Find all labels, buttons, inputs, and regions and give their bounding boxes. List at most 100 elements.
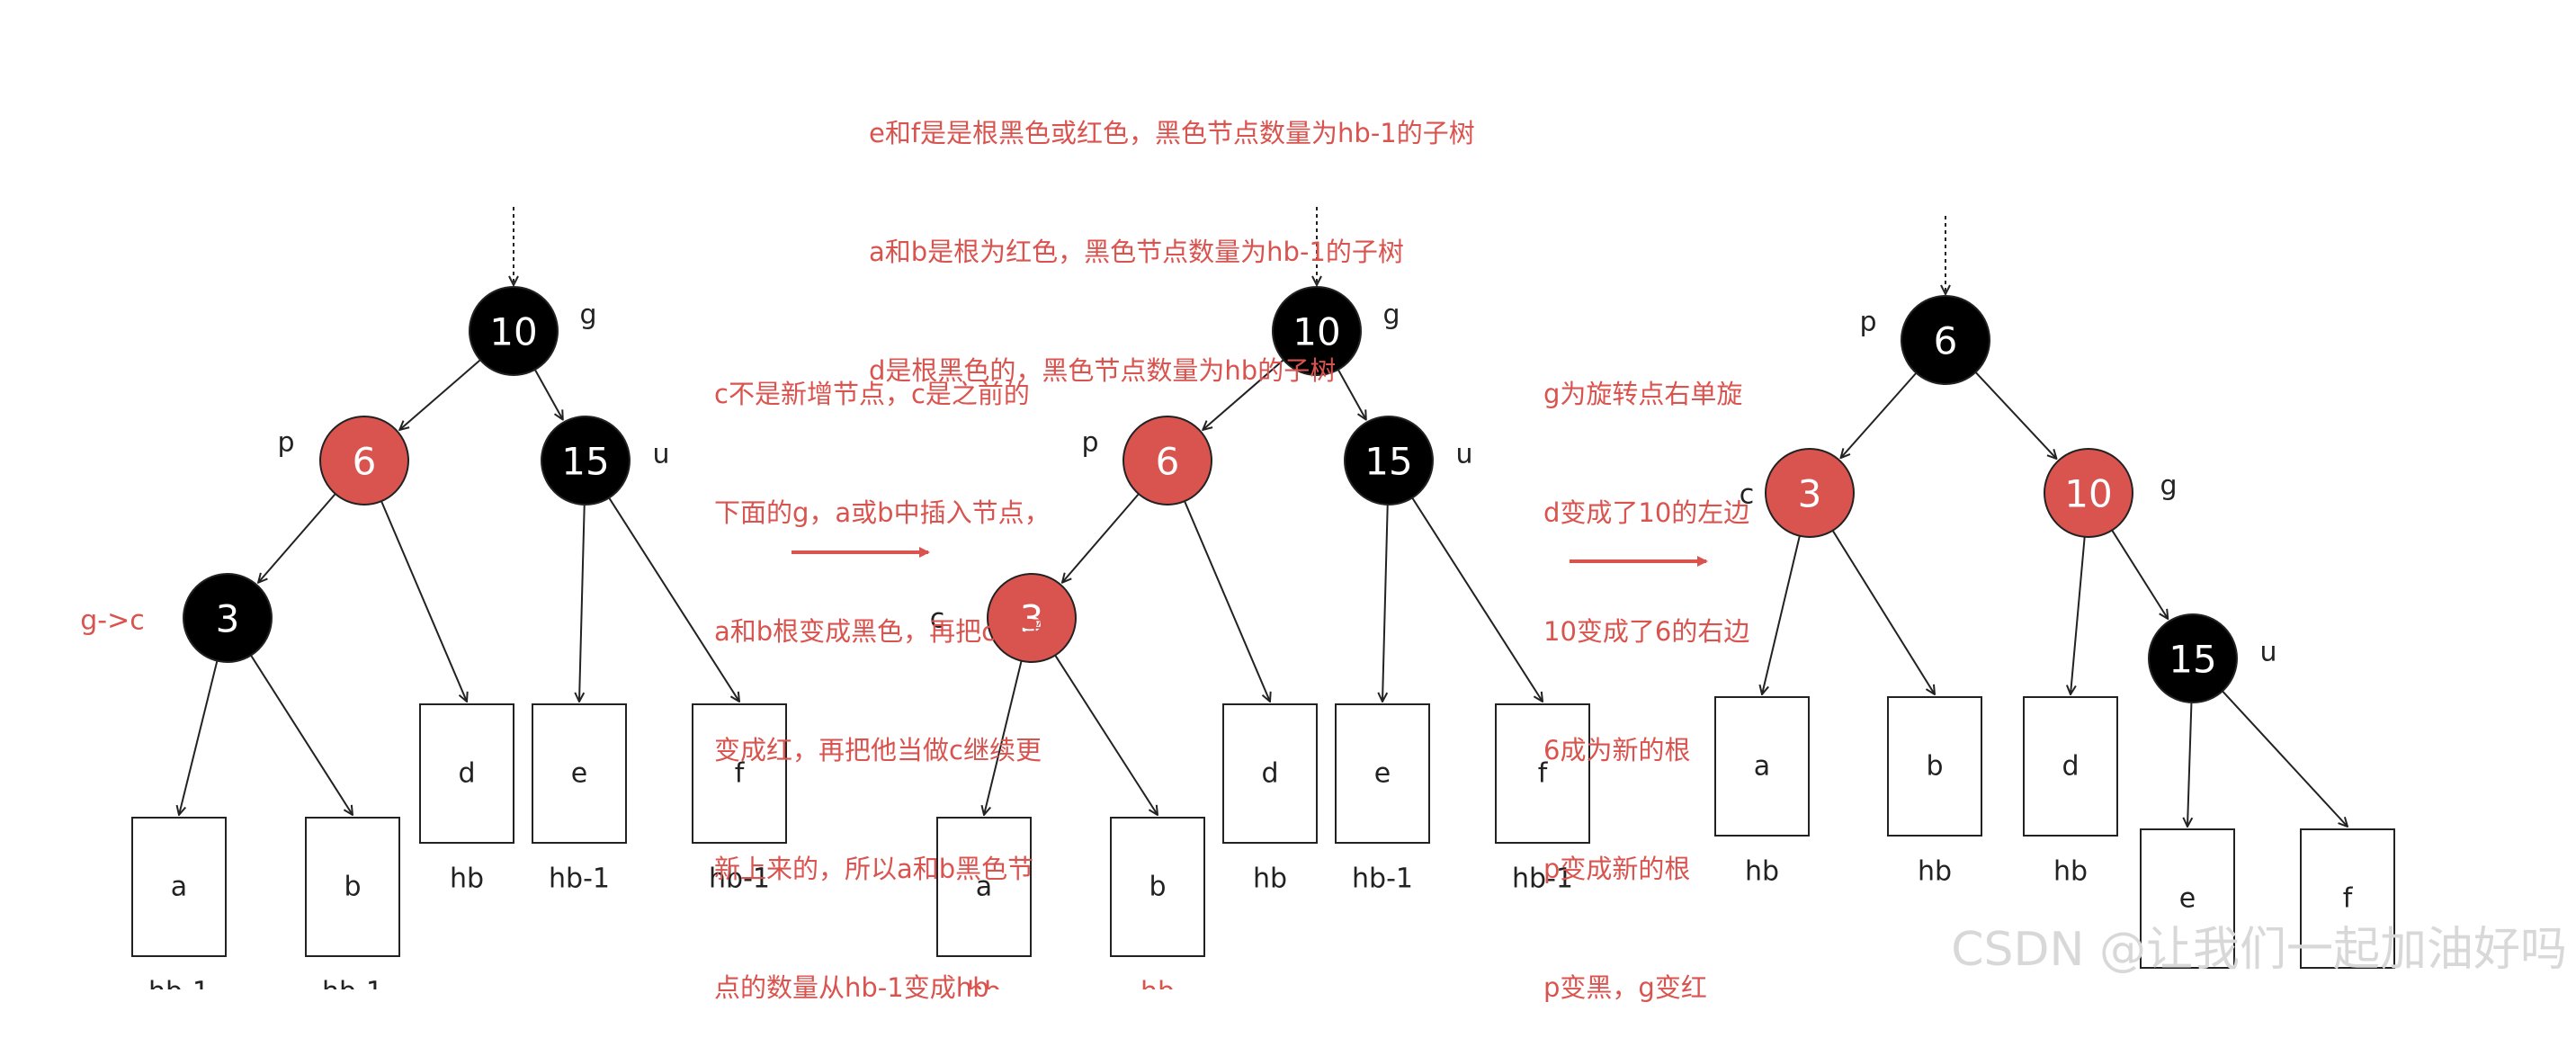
subtree-height: hb-1 — [322, 977, 383, 990]
node-tag: p — [1859, 307, 1876, 338]
subtree-box-a — [936, 817, 1032, 957]
node-value: 15 — [1364, 440, 1412, 484]
edge-arrow — [533, 369, 563, 420]
subtree-box-a — [131, 817, 227, 957]
subtree-box-d — [419, 703, 514, 844]
subtree-box-d — [1222, 703, 1318, 844]
red-black-tree-diagram: 10 g 6 p 15 u 3 g->c d hb e hb-1 f hb-1 a hb-1 b hb-1 10 g 6… — [80, 207, 2395, 990]
subtree-label: a — [976, 872, 992, 903]
subtree-label: e — [2179, 883, 2196, 915]
top-note-line: e和f是是根黑色或红色，黑色节点数量为hb-1的子树 — [869, 118, 1475, 148]
node-tag: p — [277, 427, 294, 459]
middle-note-line: 变成红，再把他当做c继续更 — [714, 735, 1042, 765]
edge-arrow — [399, 359, 481, 430]
subtree-height: hb-1 — [2157, 989, 2218, 990]
tree-edges-3 — [1762, 216, 2348, 827]
node-10-circle — [469, 286, 559, 376]
subtree-height: hb-1 — [1352, 864, 1413, 895]
middle-note-line: 下面的g，a或b中插入节点， — [714, 497, 1051, 528]
subtree-label: b — [1926, 751, 1943, 783]
node-tag: c — [1740, 479, 1755, 511]
right-note-line: 10变成了6的右边 — [1543, 616, 1750, 647]
edge-arrow — [1382, 504, 1389, 702]
node-tag: g — [1382, 300, 1400, 331]
node-10-circle — [1272, 286, 1362, 376]
right-note-line: 6成为新的根 — [1543, 735, 1691, 765]
middle-note-line: a和b根变成黑色，再把c从黑 — [714, 616, 1049, 647]
right-note-line: p变黑，g变红 — [1543, 972, 1707, 1003]
edge-arrow — [1831, 530, 1935, 694]
subtree-box-b — [305, 817, 400, 957]
subtree-height: hb-1 — [549, 864, 610, 895]
edge-arrow — [1337, 369, 1366, 420]
node-tag: c — [930, 604, 945, 635]
subtree-box-f — [2300, 828, 2395, 969]
node-tag: p — [1081, 427, 1098, 459]
node-15-circle — [2148, 613, 2238, 703]
edge-arrow — [1974, 371, 2056, 459]
subtree-label: a — [1754, 751, 1770, 783]
edge-arrow — [1203, 359, 1284, 430]
subtree-box-f — [692, 703, 787, 844]
node-tag: u — [2259, 637, 2276, 668]
subtree-box-b — [1110, 817, 1205, 957]
top-note: e和f是是根黑色或红色，黑色节点数量为hb-1的子树 a和b是根为红色，黑色节点… — [869, 34, 1475, 430]
edge-arrow — [258, 493, 336, 583]
subtree-box-e — [532, 703, 627, 844]
node-value: 6 — [1156, 440, 1180, 484]
edge-arrow — [179, 660, 219, 815]
middle-note-line: 新上来的，所以a和b黑色节 — [714, 854, 1034, 884]
node-value: 10 — [1292, 310, 1340, 354]
edge-arrow — [1762, 535, 1801, 694]
edge-arrow — [984, 660, 1023, 815]
subtree-box-e — [1335, 703, 1430, 844]
subtree-label: d — [458, 758, 475, 790]
subtree-label: d — [1261, 758, 1278, 790]
node-value: 10 — [489, 310, 537, 354]
edge-arrow — [1054, 654, 1158, 815]
edge-arrow — [2222, 690, 2348, 827]
tree-edges-2 — [984, 207, 1543, 815]
node-tag: g — [2160, 470, 2177, 502]
edge-arrow — [2111, 529, 2168, 619]
subtree-label: e — [571, 758, 587, 790]
edge-arrow — [2071, 536, 2086, 694]
subtree-height: hb-1 — [709, 864, 770, 895]
middle-note-line: c不是新增节点，c是之前的 — [714, 379, 1030, 409]
node-value: 6 — [353, 440, 377, 484]
subtree-height: hb — [2053, 856, 2088, 888]
subtree-height: hb — [450, 864, 484, 895]
top-note-line: a和b是根为红色，黑色节点数量为hb-1的子树 — [869, 237, 1404, 267]
subtree-height: hb — [1253, 864, 1287, 895]
node-value: 15 — [2169, 638, 2216, 682]
node-6-circle — [1123, 416, 1212, 506]
node-3-circle — [1765, 448, 1855, 538]
subtree-height: hb-1 — [1512, 864, 1573, 895]
subtree-label: f — [2343, 883, 2354, 915]
subtree-height: hb-1 — [2317, 989, 2378, 990]
edge-arrow — [2187, 702, 2191, 827]
subtree-box-a — [1714, 696, 1810, 837]
edge-arrow — [1184, 500, 1270, 702]
subtree-box-f — [1495, 703, 1590, 844]
node-value: 3 — [1798, 472, 1822, 516]
node-6-circle — [1901, 295, 1990, 385]
node-value: 15 — [561, 440, 609, 484]
edge-arrow — [1841, 371, 1918, 458]
middle-note: c不是新增节点，c是之前的 下面的g，a或b中插入节点， a和b根变成黑色，再把… — [714, 295, 1051, 1047]
subtree-height: hb — [1140, 977, 1175, 990]
top-note-line: d是根黑色的，黑色节点数量为hb的子树 — [869, 355, 1337, 386]
edge-arrow — [1411, 497, 1543, 702]
node-tag: g — [579, 300, 596, 331]
subtree-label: e — [1374, 758, 1391, 790]
node-value: 3 — [1020, 597, 1044, 641]
subtree-label: f — [735, 758, 746, 790]
node-15-circle — [1344, 416, 1434, 506]
subtree-label: b — [344, 872, 361, 903]
node-tag: g->c — [80, 605, 145, 637]
node-10-circle — [2044, 448, 2133, 538]
subtree-label: b — [1149, 872, 1166, 903]
subtree-label: a — [171, 872, 187, 903]
